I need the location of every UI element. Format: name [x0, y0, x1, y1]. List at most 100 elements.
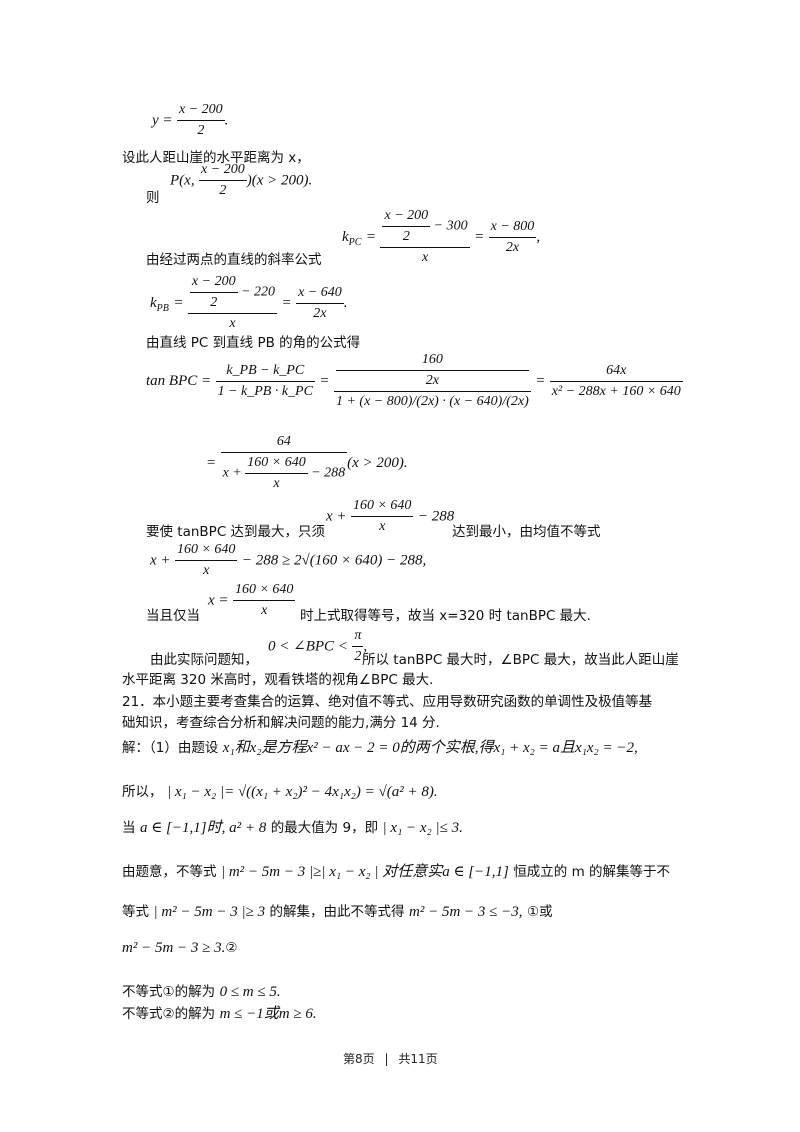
formula-text: m² − 5m − 3 ≤ −3, — [409, 904, 523, 920]
numerator: 64 — [220, 432, 348, 453]
denominator: 2 — [402, 229, 410, 244]
fraction: x − 200 2 — [189, 272, 238, 313]
denominator: 2 — [219, 183, 227, 198]
formula-text: . — [343, 295, 348, 311]
numerator: 160 2x — [333, 350, 531, 392]
text-line: 的最大值为 9，即 — [270, 820, 379, 836]
numerator: x − 200 2 − 220 — [187, 272, 278, 314]
formula-text: P(x, — [170, 172, 195, 189]
numerator: x − 200 — [199, 160, 247, 181]
numerator: x − 200 — [189, 272, 238, 293]
text-line: 则 — [146, 190, 160, 206]
formula-text: tan BPC = — [146, 373, 212, 389]
solution-line-1: 解：（1）由题设 x₁和x₂是方程x² − ax − 2 = 0的两个实根,得x… — [122, 736, 638, 757]
footer-separator: | — [384, 1052, 389, 1066]
formula-text: = — [281, 295, 292, 311]
text-line: 所以， — [122, 784, 163, 800]
numerator: x − 200 — [176, 100, 225, 121]
formula-text: 0 < ∠BPC < — [268, 638, 348, 655]
denominator: 2 — [210, 295, 218, 310]
numerator: 160 × 640 — [174, 540, 238, 561]
formula-text: − 288 — [311, 465, 346, 481]
solution-line-3: 当 a ∈ [−1,1]时, a² + 8 的最大值为 9，即 | x₁ − x… — [122, 816, 463, 837]
page-number: 第8页 — [343, 1052, 375, 1066]
formula-text: − 288 — [417, 508, 455, 525]
solution-line-7: 不等式①的解为 0 ≤ m ≤ 5. — [122, 980, 281, 1001]
formula-text: − 220 — [241, 284, 276, 300]
subscript: PC — [348, 236, 362, 248]
formula-text: m ≤ −1或m ≥ 6. — [219, 1006, 317, 1022]
page-total: 共11页 — [398, 1052, 438, 1066]
fraction: 160 × 640 x — [174, 540, 238, 581]
text-line: 要使 tanBPC 达到最大，只须 — [146, 524, 326, 540]
fraction: x − 200 2 — [199, 160, 247, 201]
text-line: 由此实际问题知， — [150, 652, 258, 668]
fraction: x − 800 2x — [488, 217, 537, 258]
formula-text: x₁和x₂是方程x² − ax − 2 = 0的两个实根,得x₁ + x₂ = … — [222, 740, 638, 756]
formula-angle: 0 < ∠BPC < π 2 , — [268, 626, 367, 667]
numerator: x − 800 — [488, 217, 537, 238]
denominator: 1 − k_PB · k_PC — [217, 383, 313, 399]
fraction: 64x x² − 288x + 160 × 640 — [549, 361, 683, 402]
formula-text: | x₁ − x₂ |≤ 3 — [382, 820, 460, 836]
text-line: 由直线 PC 到直线 PB 的角的公式得 — [146, 335, 361, 351]
formula-text: = — [173, 295, 184, 311]
fraction: 160 × 640 x — [350, 496, 414, 537]
fraction: x − 200 2 − 220 x — [187, 272, 278, 334]
denominator: x — [229, 316, 236, 331]
formula-text: k — [150, 295, 157, 311]
denominator: x — [273, 476, 280, 491]
formula-text: | m² − 5m − 3 |≥| x₁ − x₂ | 对任意实a ∈ [−1,… — [220, 864, 509, 880]
formula-text: = — [319, 373, 330, 389]
text-line: 不等式②的解为 — [122, 1006, 216, 1022]
formula-text: y = — [152, 112, 173, 129]
solution-line-4: 由题意，不等式 | m² − 5m − 3 |≥| x₁ − x₂ | 对任意实… — [122, 860, 670, 881]
denominator: x² − 288x + 160 × 640 — [551, 383, 681, 399]
text-line: 达到最小，由均值不等式 — [452, 524, 601, 540]
text-line: 所以 tanBPC 最大时，∠BPC 最大，故当此人距山崖 — [362, 652, 679, 668]
formula-text: x + — [222, 465, 242, 481]
solution-line-6: m² − 5m − 3 ≥ 3.② — [122, 940, 238, 957]
solution-line-2: 所以， | x₁ − x₂ |= √((x₁ + x₂)² − 4x₁x₂) =… — [122, 780, 438, 801]
formula-64: = 64 x + 160 × 640 x − 288 (x > 200). — [206, 432, 408, 494]
formula-ineq: x + 160 × 640 x − 288 ≥ 2√(160 × 640) − … — [150, 540, 426, 581]
text-line: 等式 — [122, 904, 149, 920]
formula-text: )(x > 200). — [246, 172, 313, 189]
formula-text: = — [365, 229, 377, 245]
denominator: x — [379, 519, 386, 534]
formula-text: = — [474, 229, 485, 245]
denominator: x + 160 × 640 x − 288 — [221, 453, 348, 494]
formula-p-line: P(x, x − 200 2 )(x > 200). — [170, 160, 312, 201]
fraction: 64 x + 160 × 640 x − 288 — [220, 432, 348, 494]
numerator: π — [352, 626, 364, 647]
formula-tan: tan BPC = k_PB − k_PC 1 − k_PB · k_PC = … — [146, 350, 683, 412]
formula-y-line: y = x − 200 2 . — [152, 100, 228, 141]
text-line: 恒成立的 m 的解集等于不 — [513, 864, 671, 880]
numerator: 64x — [549, 361, 683, 382]
numerator: x − 200 — [382, 206, 431, 227]
page-footer: 第8页 | 共11页 — [343, 1050, 438, 1067]
formula-kpc: kPC = x − 200 2 − 300 x = x − 800 2x , — [342, 206, 540, 268]
formula-text: (x > 200). — [347, 455, 408, 471]
text-line: 的解集，由此不等式得 — [269, 904, 405, 920]
formula-min: x + 160 × 640 x − 288 — [326, 496, 454, 537]
formula-text: , — [363, 638, 368, 655]
text-line: 由经过两点的直线的斜率公式 — [146, 252, 322, 268]
fraction: k_PB − k_PC 1 − k_PB · k_PC — [215, 361, 315, 402]
formula-text: = — [535, 373, 546, 389]
text-line: 解：（1）由题设 — [122, 740, 219, 756]
denominator: x — [203, 563, 210, 578]
formula-text: = — [206, 455, 217, 471]
formula-text: a ∈ [−1,1]时, a² + 8 — [139, 820, 267, 836]
formula-text: 0 ≤ m ≤ 5. — [219, 984, 281, 1000]
denominator: 2x — [313, 305, 327, 321]
solution-line-5: 等式 | m² − 5m − 3 |≥ 3 的解集，由此不等式得 m² − 5m… — [122, 900, 553, 921]
numerator: 160 × 640 — [350, 496, 414, 517]
denominator: 2 — [197, 123, 205, 138]
denominator: 2x — [505, 239, 520, 255]
text-line: 设此人距山崖的水平距离为 x， — [122, 150, 310, 166]
denominator: x — [261, 603, 268, 618]
formula-text: | x₁ − x₂ |= √((x₁ + x₂)² − 4x₁x₂) = √(a… — [166, 784, 438, 800]
formula-text: , — [536, 229, 541, 245]
numerator: x − 200 2 − 300 — [380, 206, 470, 248]
